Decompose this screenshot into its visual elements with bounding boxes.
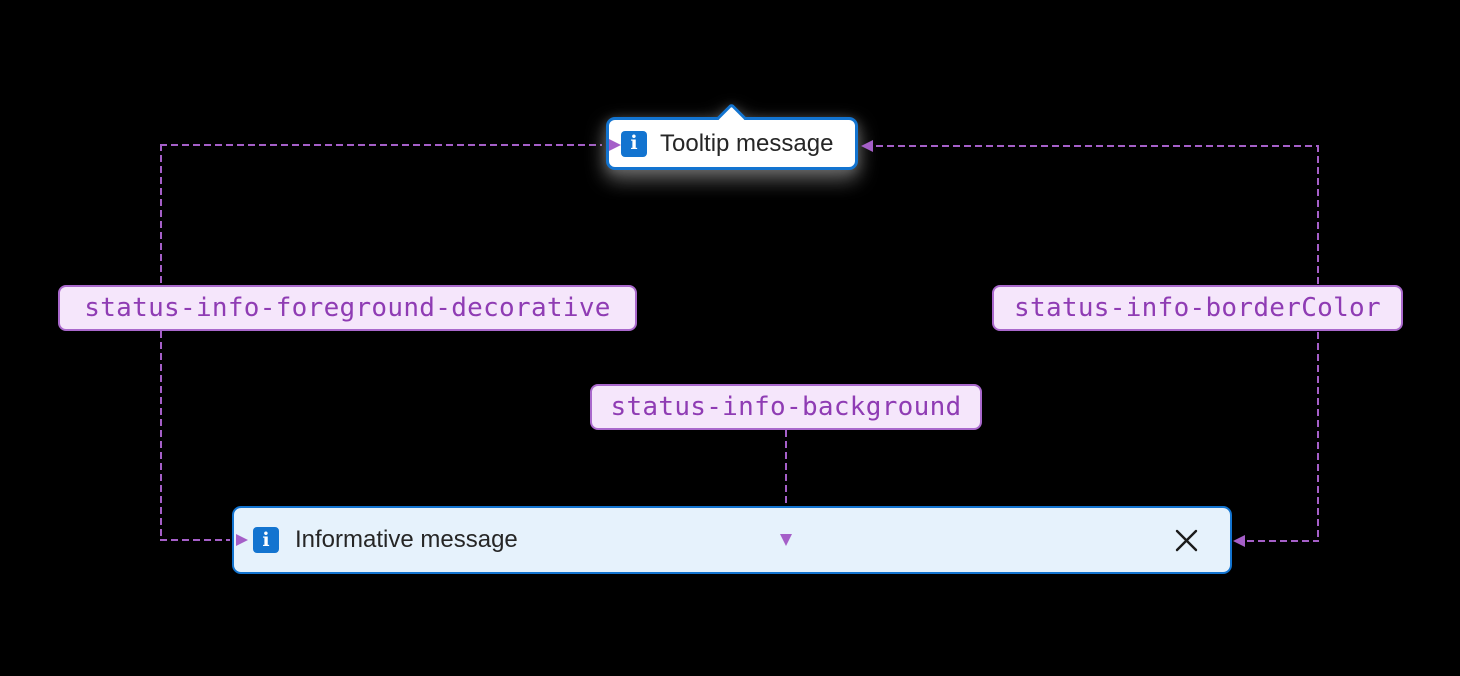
connector-border-vertical-line [1317,145,1319,541]
close-button[interactable] [1170,524,1202,556]
connector-foreground-top-line [160,144,602,146]
info-banner: i Informative message [232,506,1232,574]
tooltip: i Tooltip message [606,102,858,170]
token-label-status-info-borderColor: status-info-borderColor [992,285,1403,331]
arrowhead-to-tooltip-border [861,140,873,152]
arrowhead-to-banner-border [1233,535,1245,547]
info-icon-glyph: i [630,132,638,154]
info-icon: i [253,527,279,553]
close-x-icon [1175,529,1197,551]
connector-foreground-bottom-line [160,539,230,541]
info-icon-glyph: i [262,528,270,551]
tooltip-arrow-up [716,102,747,133]
connector-border-top-line [876,145,1319,147]
token-label-status-info-background: status-info-background [590,384,982,430]
info-icon: i [621,130,647,157]
arrowhead-to-banner-background [780,534,792,546]
arrowhead-to-tooltip-icon [609,139,621,151]
token-label-status-info-foreground-decorative: status-info-foreground-decorative [58,285,637,331]
connector-foreground-vertical-line [160,144,162,541]
tooltip-message: Tooltip message [660,129,834,157]
banner-message: Informative message [295,526,518,553]
connector-border-bottom-line [1247,540,1319,542]
arrowhead-to-banner-icon [236,534,248,546]
connector-background-vertical-line [785,430,787,535]
